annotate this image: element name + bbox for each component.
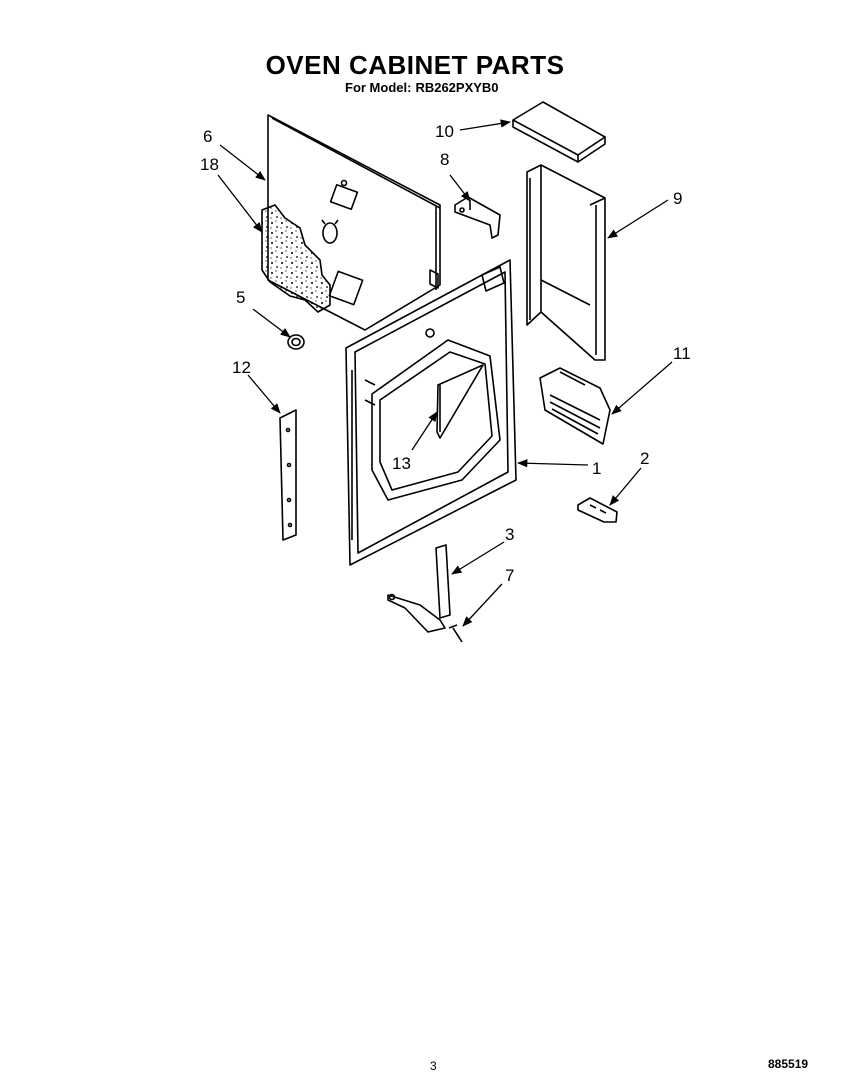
insulation-part <box>261 204 331 313</box>
model-number: RB262PXYB0 <box>415 80 499 95</box>
callout-9: 9 <box>673 189 682 208</box>
callout-1: 1 <box>592 459 601 478</box>
page-number: 3 <box>430 1059 437 1073</box>
latch-part <box>577 497 618 523</box>
callout-18: 18 <box>200 155 219 174</box>
strip-part <box>279 409 297 541</box>
callout-labels: 1 2 3 5 6 7 8 9 10 11 12 13 18 <box>200 122 691 585</box>
screw-part <box>448 624 463 643</box>
model-subtitle: For Model:RB262PXYB0 <box>345 80 503 95</box>
hinge-part <box>387 544 451 633</box>
document-number: 885519 <box>768 1057 809 1071</box>
bracket-part <box>454 196 501 239</box>
callout-12: 12 <box>232 358 251 377</box>
leader-lines <box>217 119 673 627</box>
callout-8: 8 <box>440 150 449 169</box>
page-title: OVEN CABINET PARTS <box>265 50 565 80</box>
callout-10: 10 <box>435 122 454 141</box>
callout-7: 7 <box>505 566 514 585</box>
plug-part <box>287 334 305 350</box>
callout-11: 11 <box>673 344 691 363</box>
callout-13: 13 <box>392 454 411 473</box>
top-cover-part <box>512 101 606 163</box>
callout-3: 3 <box>505 525 514 544</box>
callout-2: 2 <box>640 449 649 468</box>
callout-6: 6 <box>203 127 212 146</box>
label-part <box>539 367 611 445</box>
callout-5: 5 <box>236 288 245 307</box>
model-prefix: For Model: <box>345 80 412 95</box>
side-trim-part <box>526 164 606 361</box>
